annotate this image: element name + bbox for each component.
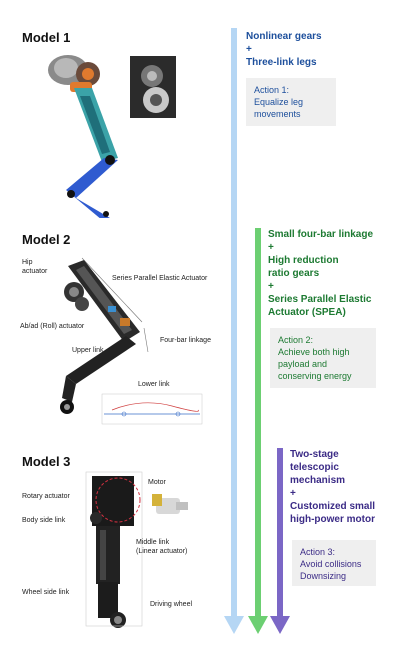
feature-text: Series Parallel Elastic — [268, 294, 372, 305]
label-four-bar-linkage: Four-bar linkage — [160, 337, 211, 344]
feature-plus: + — [246, 44, 252, 55]
label-body-side-link: Body side link — [22, 517, 66, 524]
feature-text: Two-stage — [290, 449, 339, 460]
feature-text: mechanism — [290, 475, 346, 486]
action-text: Avoid collisions — [300, 559, 362, 569]
model-1-gear-photo — [130, 56, 176, 118]
feature-text: Nonlinear gears — [246, 31, 322, 42]
feature-text: Actuator (SPEA) — [268, 307, 346, 318]
model-1-features: Nonlinear gears + Three-link legs — [246, 30, 322, 69]
action-text: conserving energy — [278, 371, 352, 381]
arrow-2 — [248, 228, 268, 634]
action-2-box: Action 2: Achieve both high payload and … — [270, 328, 376, 388]
action-text: Downsizing — [300, 571, 347, 581]
feature-plus: + — [268, 281, 274, 292]
label-wheel-side-link: Wheel side link — [22, 589, 70, 596]
action-text: movements — [254, 109, 301, 119]
action-title: Action 2: — [278, 335, 314, 345]
action-1-box: Action 1: Equalize leg movements — [246, 78, 336, 126]
action-text: Achieve both high — [278, 347, 350, 357]
model-2-leg-illustration — [60, 257, 203, 425]
action-title: Action 1: — [254, 85, 290, 95]
feature-text: high-power motor — [290, 514, 375, 525]
label-upper-link: Upper link — [72, 347, 104, 354]
arrow-1 — [224, 28, 244, 634]
label-rotary-actuator: Rotary actuator — [22, 493, 70, 500]
label-text: Middle link — [136, 539, 170, 546]
feature-text: Small four-bar linkage — [268, 229, 374, 240]
label-text: actuator — [22, 268, 48, 275]
label-middle-link: Middle link (Linear actuator) — [136, 538, 187, 556]
model-3-title: Model 3 — [22, 454, 71, 469]
action-3-box: Action 3: Avoid collisions Downsizing — [292, 540, 376, 586]
feature-text: Three-link legs — [246, 57, 317, 68]
label-lower-link: Lower link — [138, 381, 170, 388]
arrow-3 — [270, 448, 290, 634]
label-motor: Motor — [148, 479, 166, 486]
model-1-title: Model 1 — [22, 30, 71, 45]
label-ab-ad-actuator: Ab/ad (Roll) actuator — [20, 323, 85, 330]
feature-text: ratio gears — [268, 268, 320, 279]
model-2-title: Model 2 — [22, 232, 71, 247]
feature-plus: + — [290, 488, 296, 499]
label-text: (Linear actuator) — [136, 548, 188, 555]
label-spea: Series Parallel Elastic Actuator — [112, 275, 208, 282]
action-text: payload and — [278, 359, 328, 369]
model-3-features: Two-stage telescopic mechanism + Customi… — [290, 448, 375, 526]
action-text: Equalize leg — [254, 97, 304, 107]
feature-text: Customized small — [290, 501, 376, 512]
feature-text: High reduction — [268, 255, 339, 266]
model-2-features: Small four-bar linkage + High reduction … — [268, 228, 373, 319]
action-title: Action 3: — [300, 547, 336, 557]
feature-plus: + — [268, 242, 274, 253]
model-3-leg-illustration — [85, 471, 188, 628]
model-1-leg-illustration — [48, 55, 118, 218]
label-driving-wheel: Driving wheel — [150, 601, 193, 608]
feature-text: telescopic — [290, 462, 339, 473]
label-hip-actuator: Hip actuator — [22, 258, 47, 276]
label-text: Hip — [22, 259, 33, 266]
